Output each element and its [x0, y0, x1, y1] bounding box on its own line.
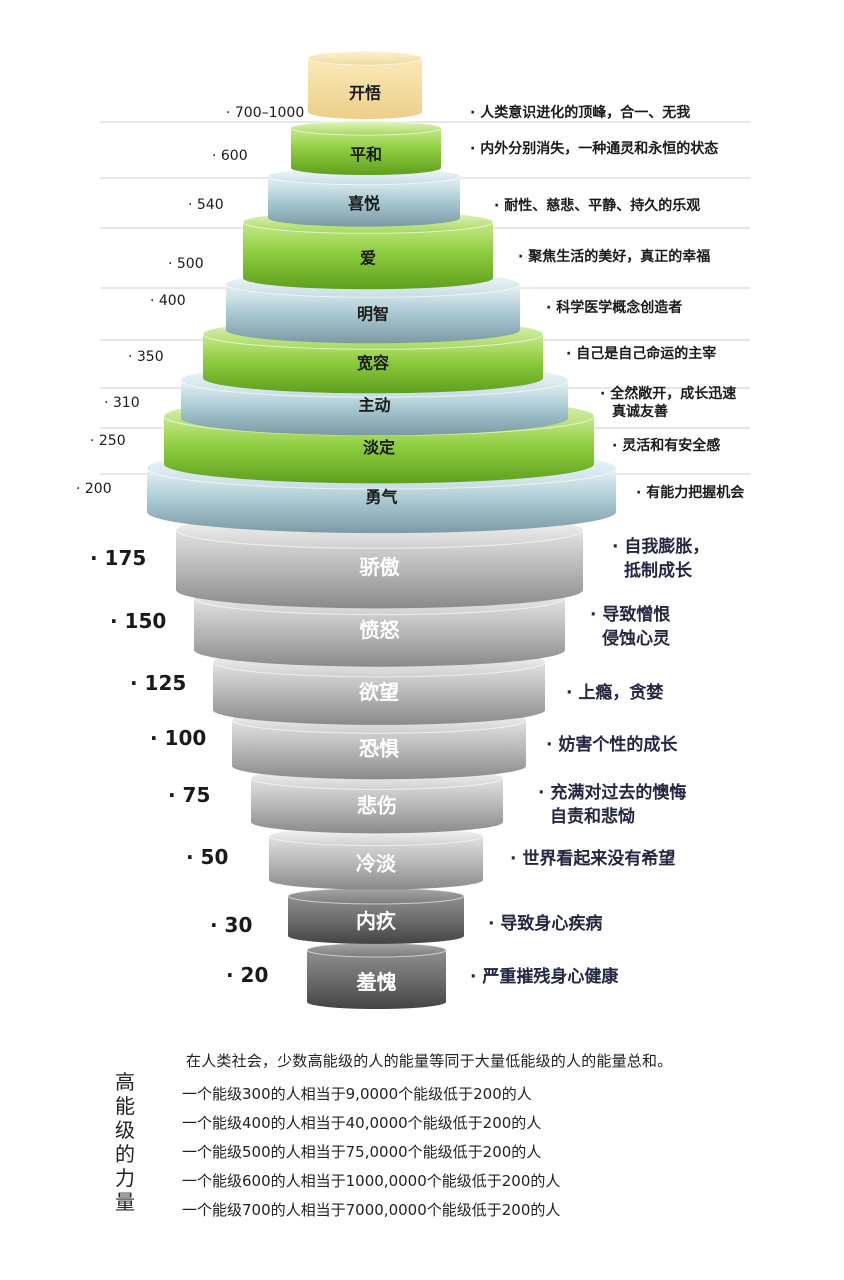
- level-value: · 500: [168, 256, 204, 272]
- level-description: · 全然敞开，成长迅速: [600, 385, 736, 402]
- level-description: · 科学医学概念创造者: [546, 299, 682, 316]
- level-name: 愤怒: [360, 618, 400, 642]
- level-description: 侵蚀心灵: [601, 628, 671, 649]
- level-description: · 世界看起来没有希望: [510, 848, 675, 869]
- disc-body: [194, 598, 565, 667]
- footer-line: 一个能级400的人相当于40,0000个能级低于200的人: [182, 1114, 542, 1132]
- level-name: 宽容: [357, 353, 389, 372]
- level-description: · 内外分别消失，一种通灵和永恒的状态: [470, 140, 718, 157]
- level-name: 明智: [357, 305, 389, 324]
- level-description: 真诚友善: [612, 403, 668, 420]
- level-value: · 600: [212, 148, 248, 164]
- level-description: · 妨害个性的成长: [546, 734, 678, 755]
- level-description: · 耐性、慈悲、平静、持久的乐观: [494, 197, 700, 214]
- level-description: 自责和悲恸: [550, 806, 635, 827]
- level-value: · 125: [130, 671, 186, 695]
- level-description: · 导致身心疾病: [488, 913, 602, 934]
- level-700-1000: 开悟 · 700–1000 · 人类意识进化的顶峰，合一、无我: [226, 50, 690, 121]
- level-name: 淡定: [363, 438, 395, 457]
- level-value: · 700–1000: [226, 105, 304, 121]
- footer-line: 一个能级700的人相当于7000,0000个能级低于200的人: [182, 1201, 561, 1219]
- level-value: · 30: [210, 913, 252, 937]
- disc-top: [307, 50, 423, 66]
- level-name: 恐惧: [359, 737, 399, 761]
- level-name: 悲伤: [357, 793, 397, 817]
- level-description: · 人类意识进化的顶峰，合一、无我: [470, 104, 690, 121]
- level-description: · 导致憎恨: [590, 604, 670, 625]
- level-value: · 250: [90, 433, 126, 449]
- disc-body: [243, 222, 493, 290]
- footer-line: 一个能级500的人相当于75,0000个能级低于200的人: [182, 1143, 542, 1161]
- disc-body: [251, 778, 503, 834]
- disc-top: [287, 887, 465, 905]
- disc-body: [269, 836, 483, 890]
- level-600: 平和 · 600 · 内外分别消失，一种通灵和永恒的状态: [212, 120, 718, 175]
- level-name: 喜悦: [348, 194, 380, 213]
- level-name: 冷淡: [356, 851, 397, 875]
- level-description: · 充满对过去的懊悔: [538, 782, 686, 803]
- level-description: 抵制成长: [624, 560, 693, 581]
- disc-body: [307, 950, 446, 1010]
- level-description: · 上瘾，贪婪: [566, 682, 663, 703]
- level-value: · 200: [76, 481, 112, 497]
- level-540: 喜悦 · 540 · 耐性、慈悲、平静、持久的乐观: [188, 166, 700, 227]
- footer-section: 在人类社会，少数高能级的人的能量等同于大量低能级的人的能量总和。 高能级的力量 …: [0, 1040, 844, 1280]
- level-name: 骄傲: [360, 555, 401, 579]
- level-description: · 灵活和有安全感: [612, 437, 720, 454]
- disc-body: [268, 176, 460, 227]
- level-name: 平和: [350, 145, 382, 164]
- level-description: · 自我膨胀，: [612, 536, 709, 557]
- disc-body: [288, 896, 464, 944]
- disc-body: [176, 530, 583, 609]
- footer-heading: 在人类社会，少数高能级的人的能量等同于大量低能级的人的能量总和。: [186, 1052, 673, 1070]
- disc-body: [291, 128, 441, 175]
- footer-line: 一个能级300的人相当于9,0000个能级低于200的人: [182, 1085, 532, 1103]
- disc-body: [226, 284, 520, 344]
- disc-body: [213, 662, 545, 725]
- level-name: 主动: [358, 396, 390, 415]
- disc-body: [203, 334, 543, 394]
- level-value: · 400: [150, 293, 186, 309]
- level-30: 内疚 · 30 · 导致身心疾病: [210, 887, 602, 944]
- level-value: · 150: [110, 609, 166, 633]
- disc-body: [232, 720, 526, 780]
- level-value: · 50: [186, 845, 228, 869]
- level-name: 欲望: [358, 680, 399, 704]
- footer-lines: 一个能级300的人相当于9,0000个能级低于200的人 一个能级400的人相当…: [182, 1080, 560, 1225]
- disc-top: [306, 942, 447, 958]
- level-value: · 350: [128, 349, 164, 365]
- level-50: 冷淡 · 50 · 世界看起来没有希望: [186, 825, 675, 890]
- level-value: · 20: [226, 963, 268, 987]
- level-value: · 540: [188, 197, 224, 213]
- level-name: 勇气: [365, 487, 397, 506]
- level-value: · 310: [104, 395, 140, 411]
- footer-line: 一个能级600的人相当于1000,0000个能级低于200的人: [182, 1172, 561, 1190]
- level-value: · 175: [90, 546, 146, 570]
- level-value: · 75: [168, 783, 210, 807]
- consciousness-pyramid: 羞愧 · 20 · 严重摧残身心健康 内疚 · 30 · 导致身心疾病 冷淡 · 50 · 世界…: [76, 50, 750, 1010]
- level-value: · 100: [150, 726, 206, 750]
- level-name: 羞愧: [356, 970, 397, 994]
- level-description: · 严重摧残身心健康: [470, 966, 619, 987]
- level-20: 羞愧 · 20 · 严重摧残身心健康: [226, 942, 619, 1010]
- level-description: · 自己是自己命运的主宰: [566, 345, 716, 362]
- level-name: 开悟: [349, 83, 381, 102]
- side-label: 高能级的力量: [115, 1070, 135, 1214]
- disc-top: [290, 120, 442, 136]
- level-name: 爱: [360, 249, 376, 268]
- level-name: 内疚: [356, 909, 397, 933]
- level-description: · 聚焦生活的美好，真正的幸福: [518, 248, 710, 265]
- disc-body: [308, 58, 422, 119]
- level-description: · 有能力把握机会: [636, 484, 745, 501]
